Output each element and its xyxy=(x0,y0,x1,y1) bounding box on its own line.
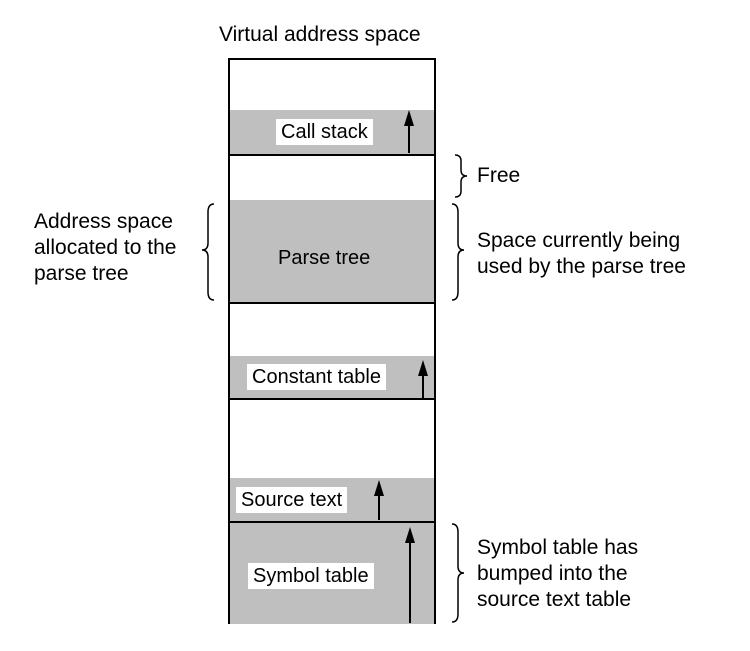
divider xyxy=(230,398,434,400)
divider xyxy=(230,302,434,304)
bumped-brace xyxy=(451,523,465,623)
diagram-title: Virtual address space xyxy=(219,23,421,46)
source-text-label: Source text xyxy=(236,487,348,513)
bumped-annotation-line1: Symbol table has xyxy=(477,536,639,559)
divider xyxy=(230,521,434,523)
allocated-annotation-line3: parse tree xyxy=(34,262,129,285)
source-text-arrow xyxy=(374,480,384,520)
parse-tree-region xyxy=(230,200,434,302)
free-annotation: Free xyxy=(477,164,521,187)
constant-table-arrow xyxy=(418,360,428,398)
symbol-table-label: Symbol table xyxy=(248,563,374,589)
allocated-brace xyxy=(201,203,215,301)
used-annotation-line2: used by the parse tree xyxy=(477,255,686,278)
bumped-annotation-line3: source text table xyxy=(477,588,632,611)
constant-table-label: Constant table xyxy=(247,364,386,390)
divider xyxy=(230,154,434,156)
used-brace xyxy=(451,203,465,301)
symbol-table-arrow xyxy=(405,527,415,623)
used-annotation-line1: Space currently being xyxy=(477,229,681,252)
free-brace xyxy=(454,154,468,198)
call-stack-label: Call stack xyxy=(276,119,373,145)
call-stack-arrow xyxy=(404,110,414,153)
allocated-annotation-line1: Address space xyxy=(34,210,173,233)
parse-tree-label: Parse tree xyxy=(278,247,371,269)
allocated-annotation-line2: allocated to the xyxy=(34,236,177,259)
bumped-annotation-line2: bumped into the xyxy=(477,562,628,585)
